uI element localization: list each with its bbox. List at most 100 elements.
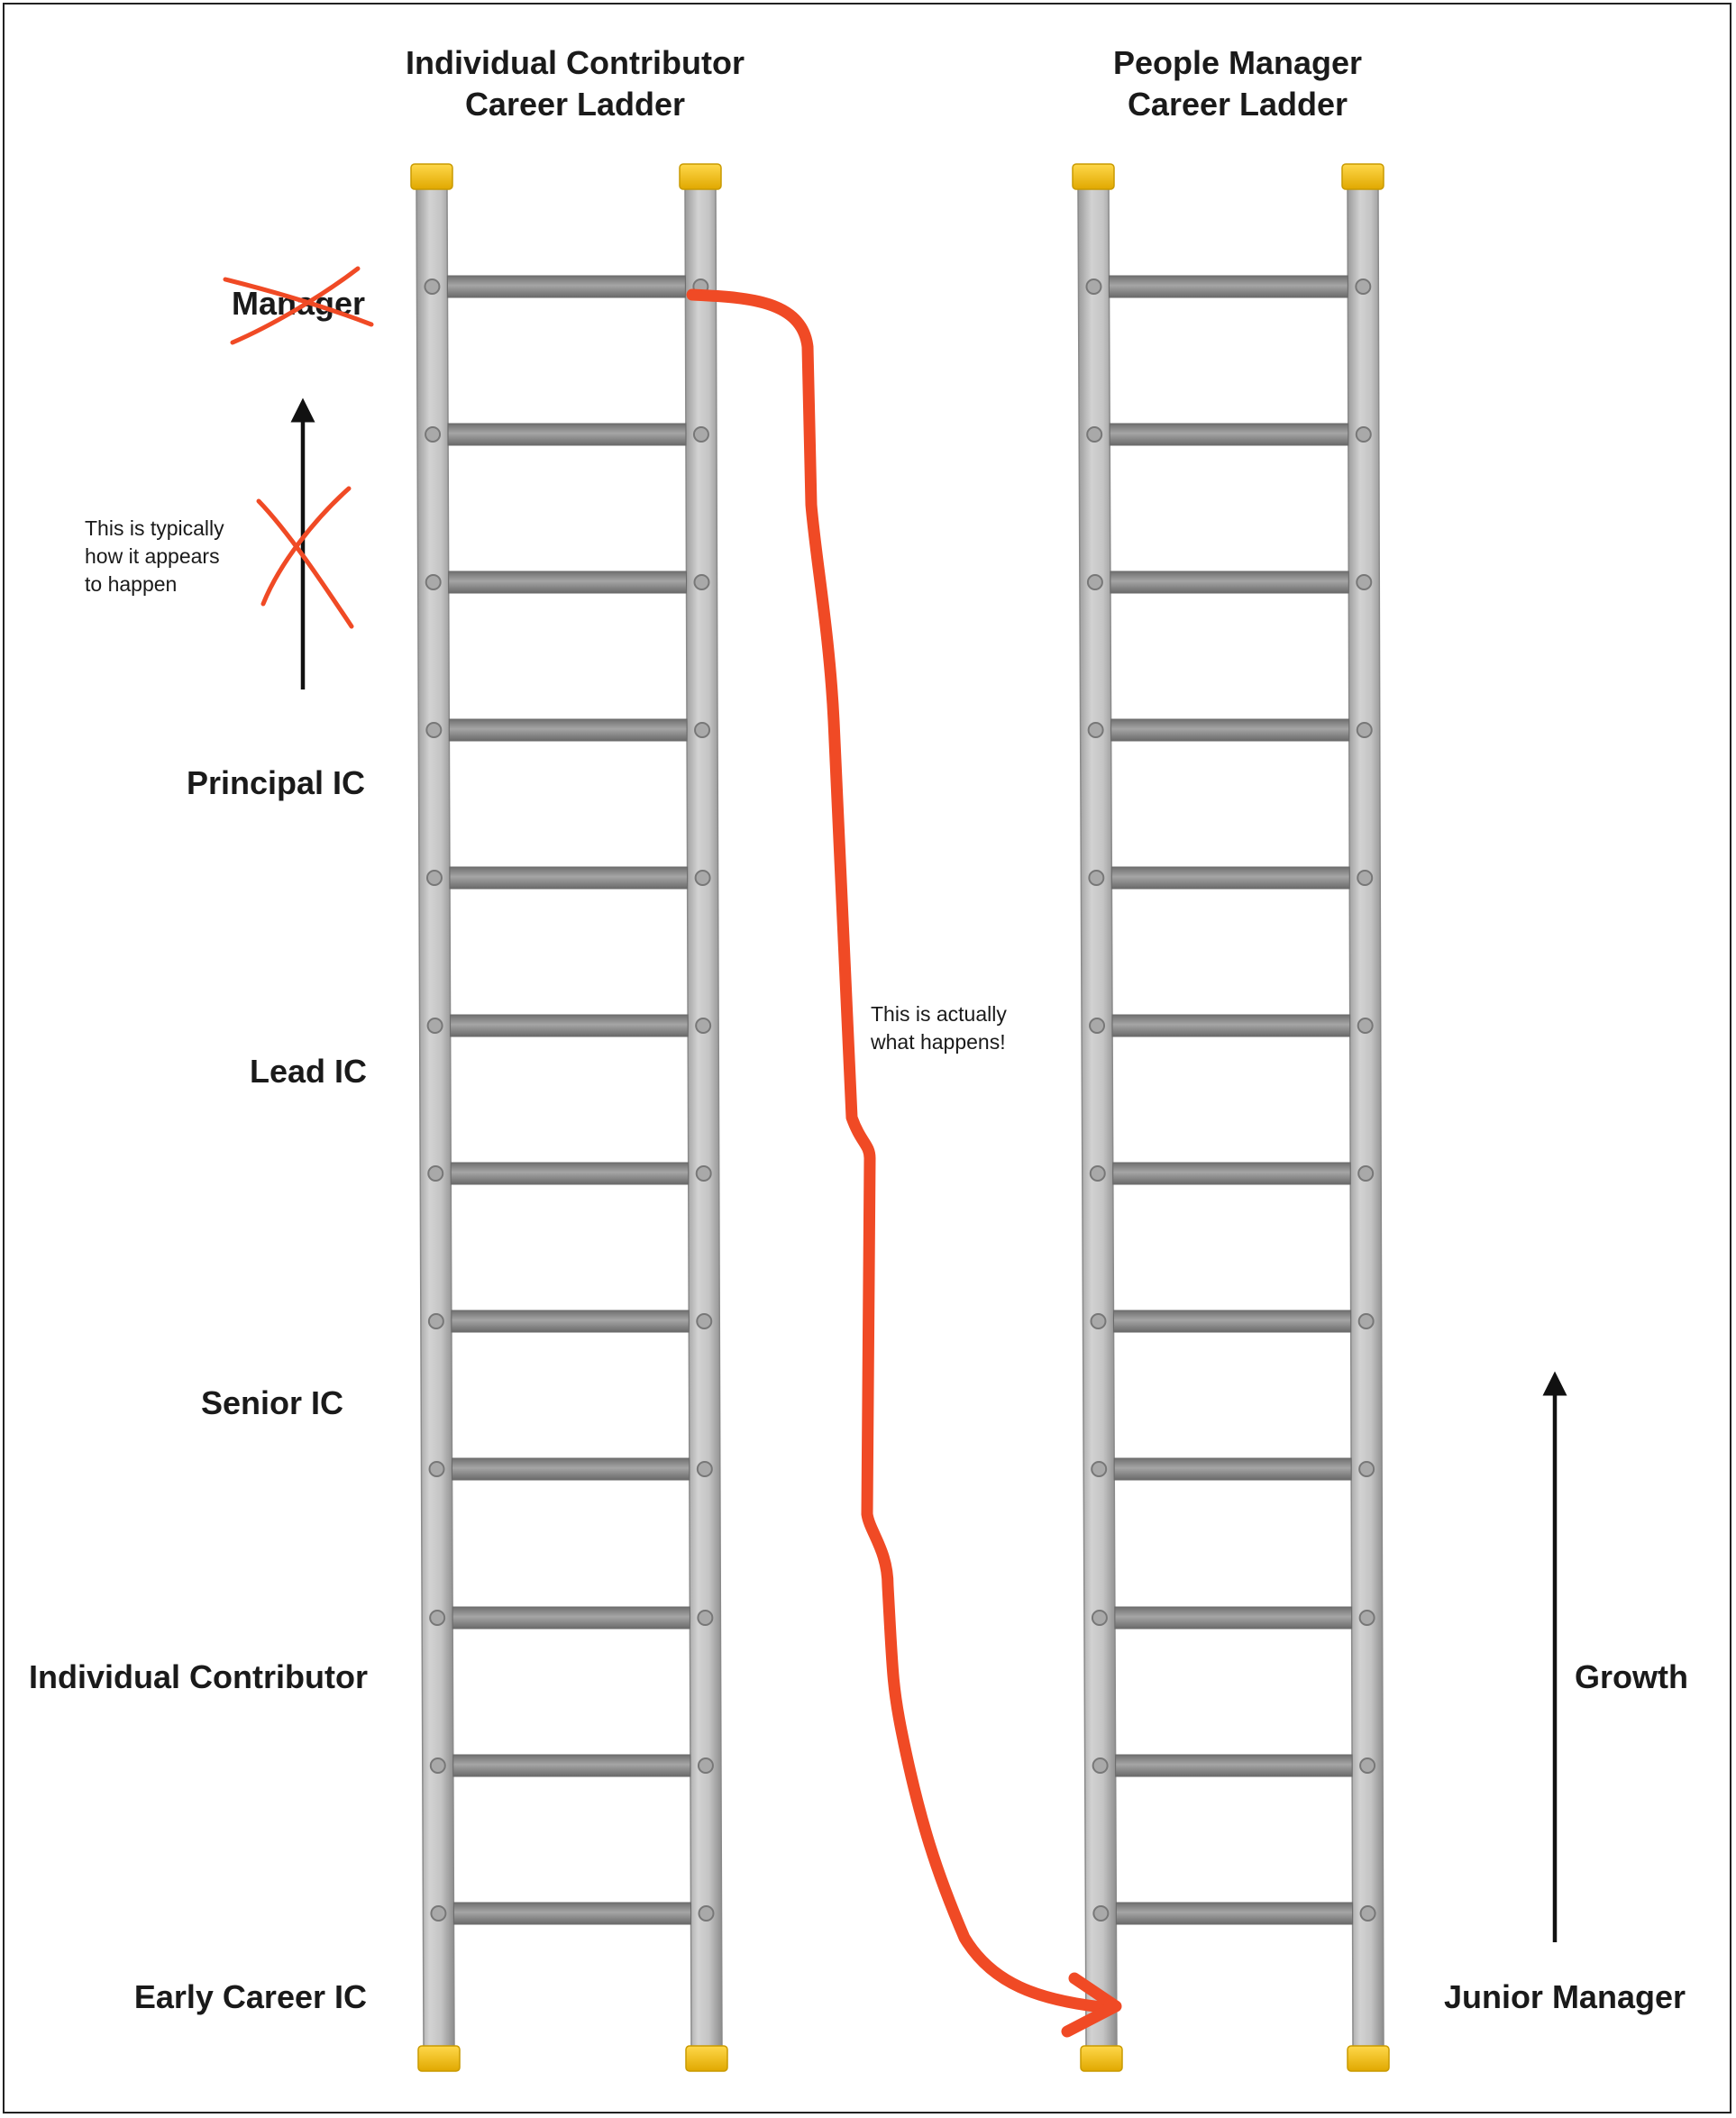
pm-ladder-bolt-right-8 xyxy=(1357,1313,1375,1329)
ic-ladder-bolt-right-9 xyxy=(696,1461,713,1477)
pm-ladder-title-line1: People Manager xyxy=(1113,44,1362,81)
level-label-individual-contributor: Individual Contributor xyxy=(29,1658,368,1695)
ic-ladder-bolt-right-10 xyxy=(697,1610,714,1626)
pm-ladder-bolt-left-11 xyxy=(1092,1757,1109,1774)
appears-note-line2: how it appears xyxy=(85,544,220,568)
appears-note-line3: to happen xyxy=(85,572,177,596)
appears-note-line1: This is typically xyxy=(85,516,224,540)
ic-ladder-bolt-left-1 xyxy=(424,278,441,295)
ic-ladder-bolt-left-2 xyxy=(425,426,442,443)
ic-ladder-cap-bottom-left xyxy=(417,2045,461,2072)
ic-ladder-rung-9 xyxy=(452,1457,690,1481)
pm-ladder-rung-1 xyxy=(1108,275,1348,298)
ic-ladder-title-line2: Career Ladder xyxy=(465,86,685,123)
ic-ladder-rung-10 xyxy=(452,1606,690,1630)
ic-ladder-bolt-left-4 xyxy=(425,722,443,738)
ic-ladder-rung-1 xyxy=(446,275,686,298)
pm-ladder-bolt-left-1 xyxy=(1085,278,1102,295)
pm-ladder-bolt-right-2 xyxy=(1355,426,1372,443)
pm-ladder-cap-top-left xyxy=(1072,163,1115,190)
ic-ladder-bolt-left-6 xyxy=(426,1018,443,1034)
pm-ladder-rung-10 xyxy=(1114,1606,1353,1630)
pm-ladder-cap-bottom-right xyxy=(1347,2045,1390,2072)
pm-ladder-bolt-right-5 xyxy=(1357,870,1374,886)
pm-ladder-bolt-left-3 xyxy=(1086,574,1103,590)
actual-path-arrowhead xyxy=(1061,1972,1122,2038)
level-label-lead-ic: Lead IC xyxy=(250,1053,367,1090)
ic-ladder-bolt-right-2 xyxy=(692,426,709,443)
ic-ladder-bolt-right-6 xyxy=(695,1018,712,1034)
pm-ladder-bolt-left-10 xyxy=(1091,1610,1108,1626)
pm-ladder-bolt-right-6 xyxy=(1357,1018,1374,1034)
diagram-frame xyxy=(3,3,1731,2113)
ic-ladder-bolt-right-8 xyxy=(696,1313,713,1329)
pm-ladder-bolt-right-10 xyxy=(1358,1610,1375,1626)
pm-ladder-cap-top-right xyxy=(1341,163,1384,190)
pm-ladder-rung-2 xyxy=(1109,423,1349,446)
pm-ladder xyxy=(1072,163,1390,2072)
ic-ladder-rung-7 xyxy=(450,1162,690,1185)
ic-ladder-cap-top-right xyxy=(679,163,722,190)
actual-note-line2: what happens! xyxy=(870,1030,1006,1054)
pm-ladder-bolt-left-4 xyxy=(1087,722,1104,738)
ic-ladder-bolt-left-3 xyxy=(425,574,442,590)
ic-ladder-bolt-left-11 xyxy=(429,1757,446,1774)
ic-ladder-bolt-right-3 xyxy=(693,574,710,590)
pm-ladder-rung-5 xyxy=(1110,866,1350,890)
ic-ladder xyxy=(410,163,728,2072)
pm-ladder-bolt-left-9 xyxy=(1091,1461,1108,1477)
ic-ladder-cap-bottom-right xyxy=(685,2045,728,2072)
pm-ladder-cap-bottom-left xyxy=(1080,2045,1123,2072)
ic-ladder-rung-5 xyxy=(449,866,689,890)
manager-strike-mark xyxy=(223,266,374,345)
pm-ladder-bolt-left-12 xyxy=(1092,1905,1110,1922)
level-label-senior-ic: Senior IC xyxy=(201,1384,343,1421)
growth-label: Growth xyxy=(1575,1658,1688,1695)
pm-ladder-bolt-left-2 xyxy=(1086,426,1103,443)
pm-ladder-rung-3 xyxy=(1110,571,1349,594)
actual-path-line xyxy=(686,288,1117,2014)
pm-ladder-rung-9 xyxy=(1113,1457,1352,1481)
ic-ladder-cap-top-left xyxy=(410,163,453,190)
pm-ladder-bolt-left-5 xyxy=(1088,870,1105,886)
pm-ladder-bolt-left-7 xyxy=(1089,1165,1106,1182)
pm-ladder-bolt-right-3 xyxy=(1356,574,1373,590)
ic-ladder-rung-6 xyxy=(450,1014,689,1037)
pm-ladder-bolt-right-4 xyxy=(1356,722,1373,738)
pm-ladder-bolt-left-8 xyxy=(1090,1313,1107,1329)
pm-ladder-bolt-right-11 xyxy=(1359,1757,1376,1774)
pm-ladder-rung-8 xyxy=(1112,1310,1352,1333)
level-label-early-career-ic: Early Career IC xyxy=(134,1978,367,2015)
pm-ladder-rung-12 xyxy=(1115,1902,1354,1925)
ic-ladder-rung-11 xyxy=(452,1754,691,1777)
ic-ladder-bolt-right-7 xyxy=(695,1165,712,1182)
ic-ladder-bolt-left-5 xyxy=(425,870,443,886)
pm-ladder-rung-6 xyxy=(1111,1014,1351,1037)
pm-ladder-rung-4 xyxy=(1110,718,1350,742)
ic-ladder-bolt-left-8 xyxy=(427,1313,444,1329)
pm-ladder-bolt-left-6 xyxy=(1089,1018,1106,1034)
pm-ladder-bolt-right-9 xyxy=(1358,1461,1375,1477)
appears-cross-mark xyxy=(256,486,354,629)
level-label-junior-manager: Junior Manager xyxy=(1444,1978,1686,2015)
ic-ladder-bolt-left-9 xyxy=(428,1461,445,1477)
ic-ladder-bolt-right-11 xyxy=(697,1757,714,1774)
pm-ladder-title-line2: Career Ladder xyxy=(1128,86,1348,123)
level-label-principal-ic: Principal IC xyxy=(187,764,365,801)
ic-ladder-bolt-left-10 xyxy=(429,1610,446,1626)
pm-ladder-bolt-right-1 xyxy=(1355,278,1372,295)
ic-ladder-rung-8 xyxy=(451,1310,690,1333)
ic-ladder-rung-4 xyxy=(448,718,688,742)
ic-ladder-title-line1: Individual Contributor xyxy=(406,44,745,81)
pm-ladder-bolt-right-7 xyxy=(1357,1165,1375,1182)
ic-ladder-bolt-right-4 xyxy=(694,722,711,738)
ic-ladder-rung-2 xyxy=(447,423,687,446)
ic-ladder-bolt-right-12 xyxy=(698,1905,715,1922)
ic-ladder-bolt-left-7 xyxy=(427,1165,444,1182)
pm-ladder-rung-7 xyxy=(1112,1162,1351,1185)
ic-ladder-rung-12 xyxy=(452,1902,691,1925)
pm-ladder-rung-11 xyxy=(1115,1754,1353,1777)
ic-ladder-bolt-right-5 xyxy=(694,870,711,886)
ic-ladder-rung-3 xyxy=(448,571,687,594)
